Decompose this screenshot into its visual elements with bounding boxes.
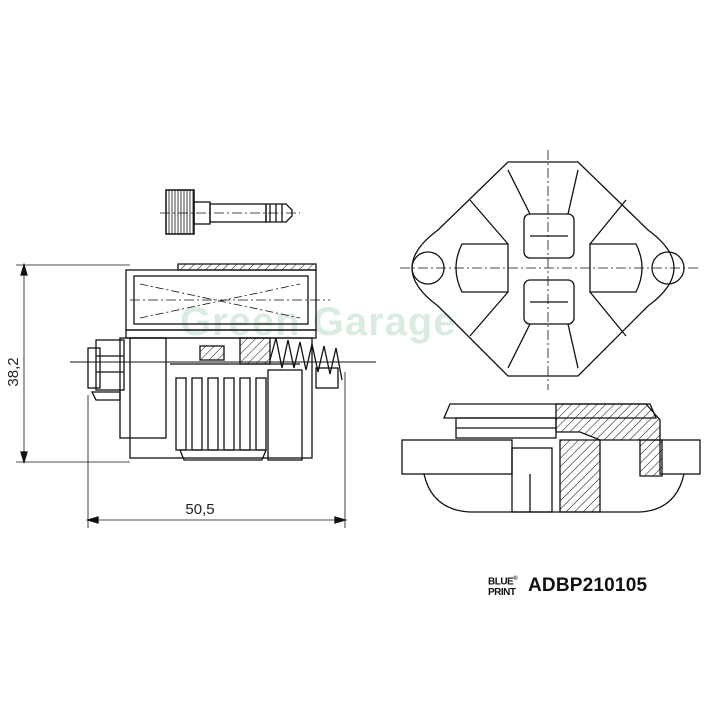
brand-block: BLUE® PRINT ADBP210105 [488, 568, 647, 604]
flange-section-view [401, 403, 701, 513]
watermark-text: Green Garage [180, 300, 457, 344]
blue-print-logo: BLUE® PRINT [488, 576, 518, 598]
actuator-side-view [16, 262, 376, 528]
height-dimension-label: 38,2 [5, 357, 22, 386]
bolt-part [160, 189, 300, 235]
width-dimension-label: 50,5 [185, 501, 214, 518]
flange-top-view [400, 150, 700, 390]
part-number: ADBP210105 [528, 575, 648, 596]
